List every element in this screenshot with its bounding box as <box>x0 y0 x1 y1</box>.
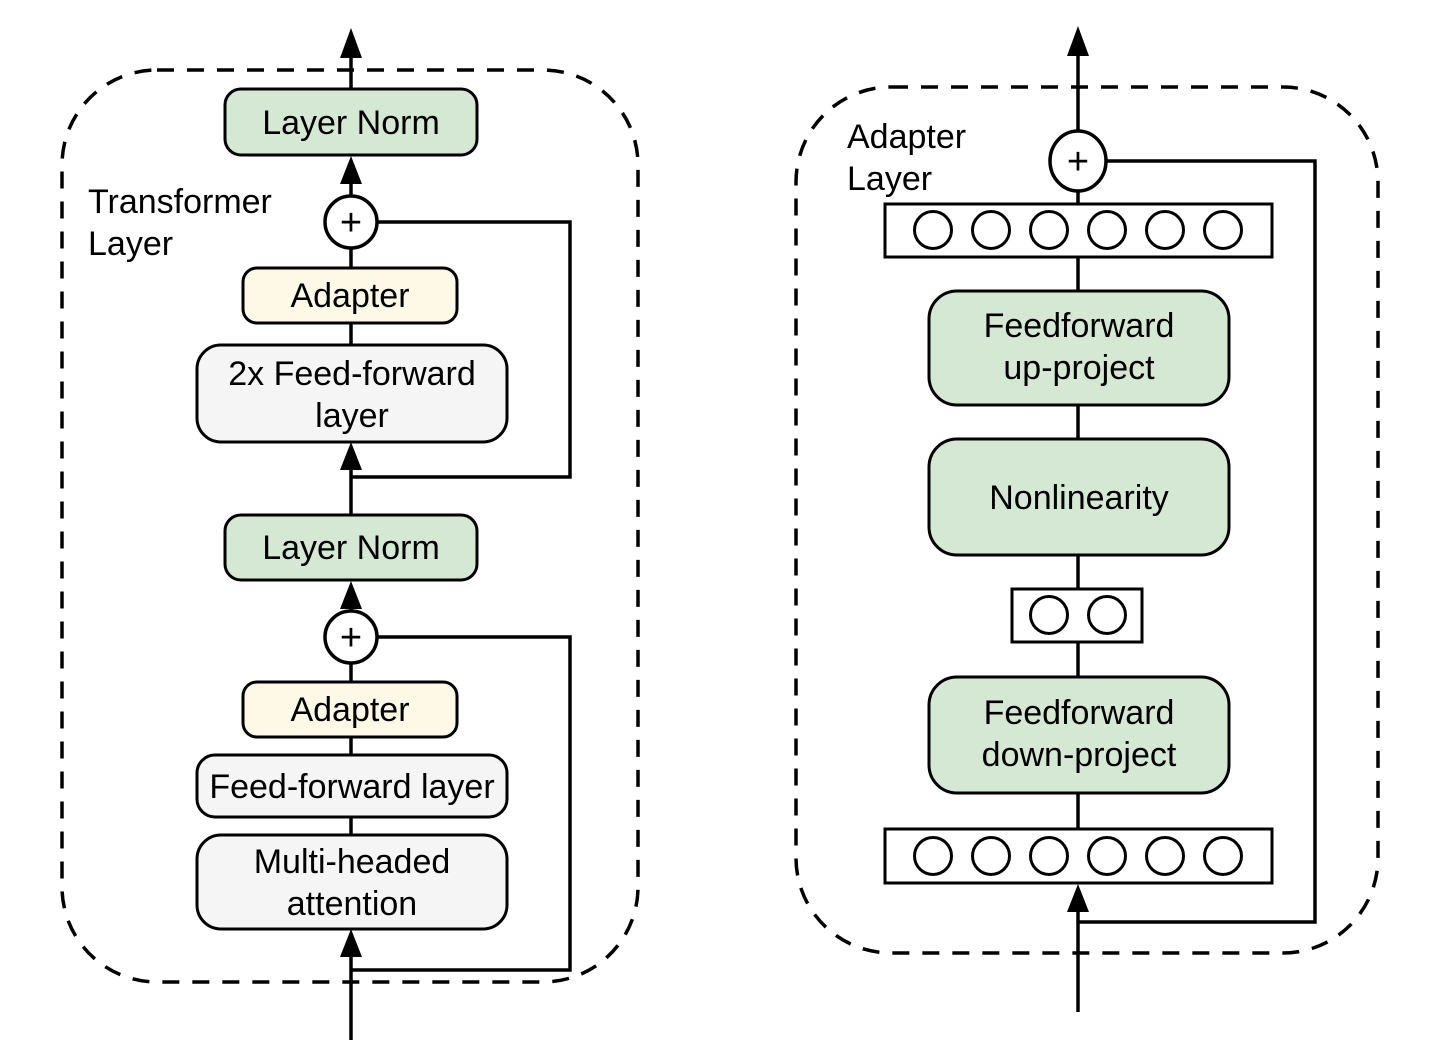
unit-circle <box>913 210 953 250</box>
unit-circle <box>1145 836 1185 876</box>
adapter-top-label: Adapter <box>290 277 409 315</box>
unit-circle <box>971 836 1011 876</box>
transformer-layer-label-line1: Transformer <box>88 183 272 221</box>
layer-norm-top-box <box>223 87 479 157</box>
nonlinearity-box <box>927 437 1231 557</box>
adapter-layer-label-line2: Layer <box>847 160 932 198</box>
feedforward-down-project-label-line2: down-project <box>982 736 1177 774</box>
multi-headed-attention-box <box>195 833 509 931</box>
feedforward-2x-label-line2: layer <box>315 397 389 435</box>
layer-norm-bottom-label: Layer Norm <box>262 529 440 567</box>
arrowhead-into-features-bottom <box>1067 884 1089 912</box>
arrowhead-into-layernorm-top <box>340 156 362 184</box>
features-top-row <box>883 202 1274 259</box>
layer-norm-bottom-box <box>223 513 479 582</box>
residual-skip-top <box>351 220 572 479</box>
feedforward-2x-box <box>195 343 509 444</box>
feedforward-up-project-box <box>927 289 1231 407</box>
arrowhead-into-layernorm-bottom <box>340 581 362 609</box>
unit-circle <box>913 836 953 876</box>
feedforward-down-project-box <box>927 675 1231 795</box>
unit-circle <box>1029 210 1069 250</box>
transformer-layer-diagram: Layer Norm + Adapter 2x Feed-forward lay… <box>60 28 640 1040</box>
bottleneck-row <box>1010 587 1144 644</box>
unit-circle <box>1087 836 1127 876</box>
output-arrowhead <box>340 28 362 58</box>
unit-circle <box>1087 595 1127 635</box>
transformer-layer-label-line2: Layer <box>88 225 173 263</box>
adapter-layer-label-line1: Adapter <box>847 118 966 156</box>
adapter-layer-diagram: + Feedforward up-project Nonlinearity Fe… <box>794 26 1380 1012</box>
feedforward-down-project-label-line1: Feedforward <box>984 694 1175 732</box>
feedforward-2x-label-line1: 2x Feed-forward <box>228 355 476 393</box>
adapter-bottom-label: Adapter <box>290 691 409 729</box>
residual-skip <box>1078 159 1317 924</box>
unit-circle <box>971 210 1011 250</box>
arrowhead-into-ff2x <box>340 442 362 470</box>
add-node-bottom <box>323 609 379 665</box>
add-node-top <box>323 194 379 250</box>
add-node-plus-icon: + <box>1067 141 1089 183</box>
layer-norm-top-label: Layer Norm <box>262 104 440 142</box>
feedforward-up-project-label-line2: up-project <box>1003 349 1155 387</box>
add-node <box>1048 129 1108 193</box>
unit-circle <box>1203 836 1243 876</box>
features-bottom-row <box>883 827 1274 885</box>
residual-skip-bottom <box>351 635 572 972</box>
adapter-layer-boundary <box>794 85 1380 955</box>
unit-circle <box>1087 210 1127 250</box>
unit-circle <box>1029 595 1069 635</box>
nonlinearity-label: Nonlinearity <box>989 479 1169 517</box>
multi-headed-attention-label-line1: Multi-headed <box>254 843 451 881</box>
unit-circle <box>1145 210 1185 250</box>
adapter-bottom-box <box>241 680 459 739</box>
unit-circle <box>1029 836 1069 876</box>
add-node-top-plus-icon: + <box>340 202 362 244</box>
arrowhead-into-mha <box>340 929 362 957</box>
unit-circle <box>1203 210 1243 250</box>
add-node-bottom-plus-icon: + <box>340 617 362 659</box>
feedforward-layer-box <box>195 753 509 819</box>
feedforward-layer-label: Feed-forward layer <box>209 768 494 806</box>
feedforward-up-project-label-line1: Feedforward <box>984 307 1175 345</box>
adapter-top-box <box>241 266 459 325</box>
output-arrowhead <box>1067 26 1089 56</box>
multi-headed-attention-label-line2: attention <box>287 885 417 923</box>
